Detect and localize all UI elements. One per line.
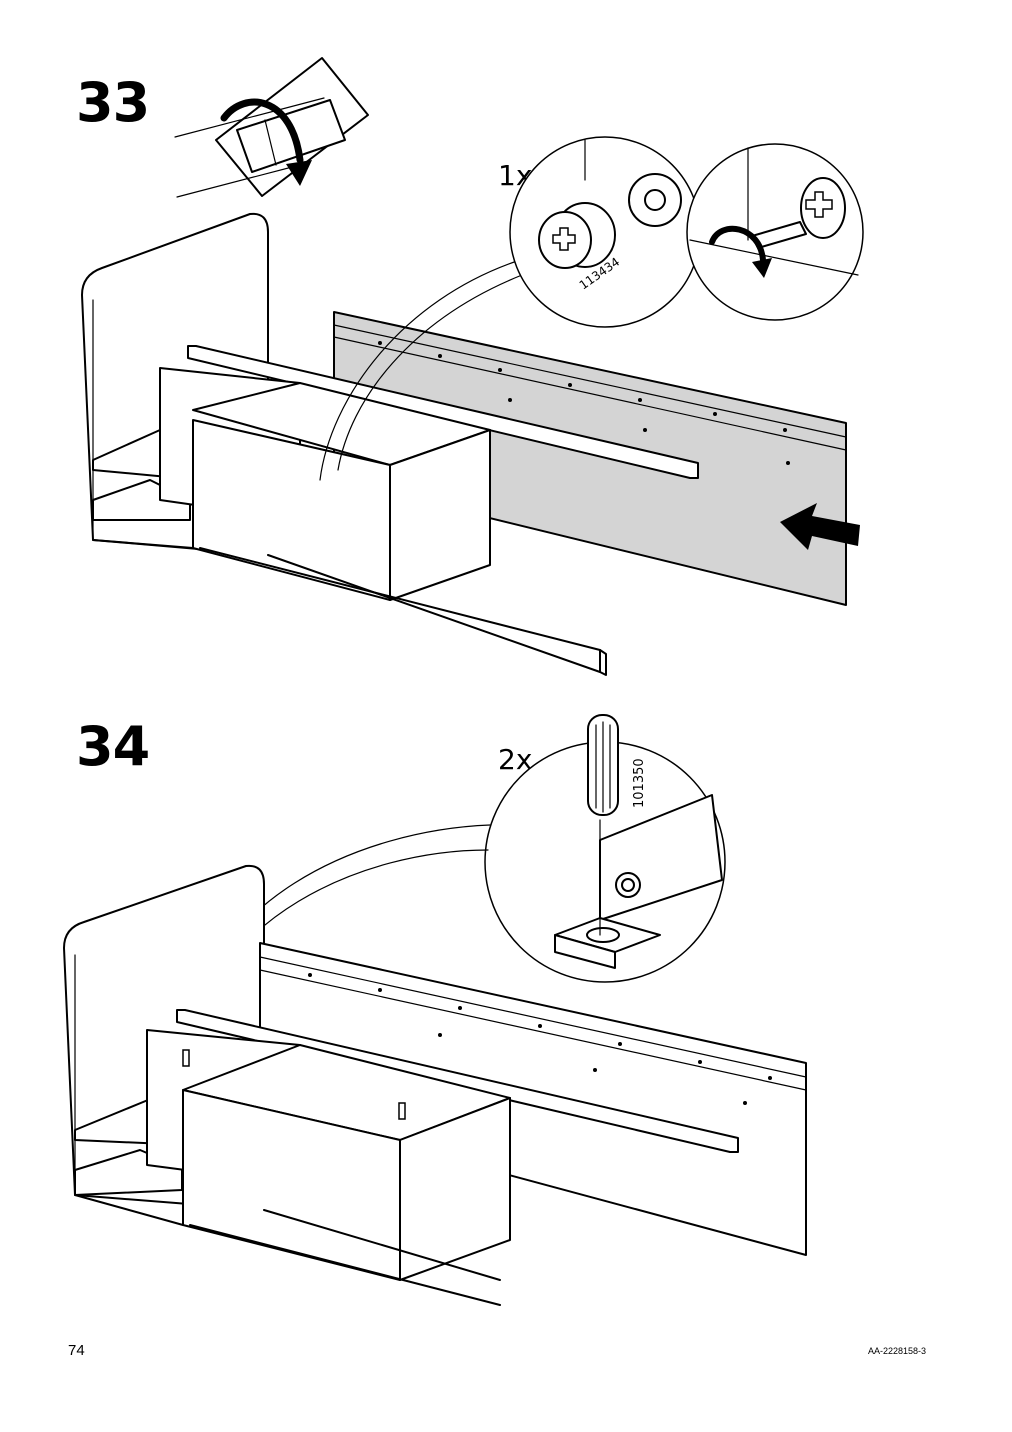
step-34-assembly: [63, 864, 807, 1306]
dowel-icon: [587, 714, 619, 816]
document-code: AA-2228158-3: [868, 1346, 927, 1356]
step-34-number: 34: [76, 715, 150, 778]
turn-arrow-icon: [709, 225, 766, 263]
page-number: 74: [68, 1342, 85, 1359]
turn-screw-detail: [686, 143, 864, 321]
step-33-number: 33: [76, 71, 150, 134]
push-arrow-icon: [780, 503, 860, 550]
dowel-detail: 101350: [484, 714, 726, 983]
cam-lock-icon: [538, 202, 616, 269]
rotate-arrow-icon: [220, 98, 312, 186]
cam-lock-detail: 113434: [509, 136, 701, 328]
step-33-assembly: [81, 212, 847, 676]
dowel-part-number: 101350: [632, 758, 647, 808]
step-34-quantity: 2x: [498, 743, 533, 776]
